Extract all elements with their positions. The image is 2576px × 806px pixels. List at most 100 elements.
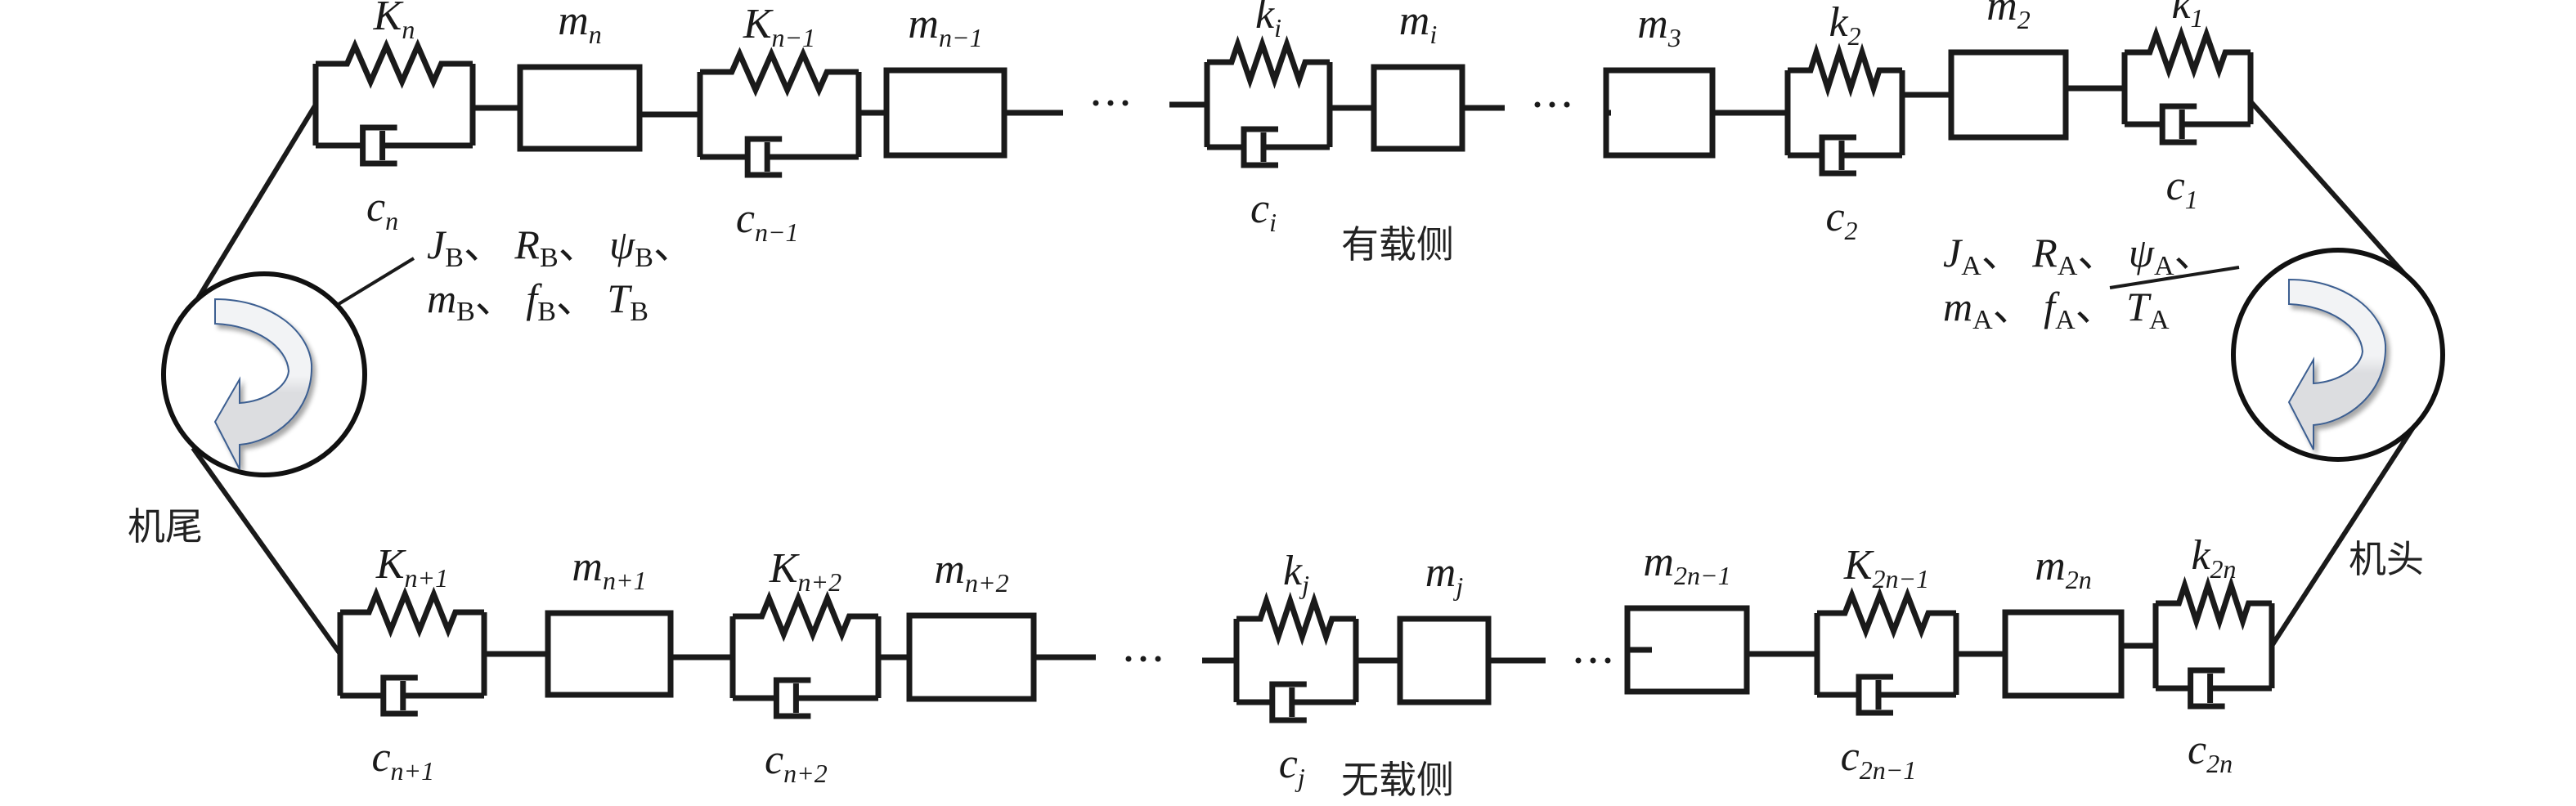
rotation-arrow-icon	[213, 298, 313, 470]
damper-label-subscript: 2	[1845, 216, 1858, 245]
spring-label-symbol: K	[1843, 542, 1874, 589]
top-mass-10: m2	[1948, 0, 2069, 141]
head-upper-belt	[2248, 100, 2421, 292]
spring-label-symbol: K	[375, 541, 406, 588]
damper-label-symbol: c	[1825, 194, 1844, 240]
spring-label-symbol: K	[769, 545, 800, 592]
tail-pulley: JB、 RB、 ψB、 mB、 fB、 TB	[161, 222, 694, 477]
mass-label-symbol: m	[558, 0, 589, 44]
top-ellipsis-4	[1093, 100, 1129, 106]
spring-label: Kn+1	[375, 541, 448, 593]
damper-cylinder-icon	[2188, 667, 2225, 710]
mass-label-symbol: m	[908, 1, 939, 47]
separator: 、	[556, 275, 608, 321]
mass-label-subscript: n−1	[939, 23, 983, 52]
damper-cylinder-icon	[1269, 681, 1307, 723]
top-mass-3: mn−1	[883, 1, 1008, 159]
spring-label: Kn+2	[769, 545, 841, 597]
damper-label-subscript: 1	[2185, 185, 2198, 214]
damper-label: c2n	[2188, 727, 2233, 778]
head-params-line2: mA、 fA、 TA	[1943, 284, 2170, 335]
bottom-mass-6: mj	[1397, 549, 1492, 705]
ellipsis-dot	[1122, 100, 1129, 106]
param-J-symbol: J	[427, 222, 447, 267]
mass-label: mn−1	[908, 1, 982, 52]
ellipsis-dot	[1575, 657, 1582, 664]
ellipsis-dot	[1093, 100, 1099, 106]
damper-cylinder-icon	[773, 677, 811, 719]
separator: 、	[475, 275, 527, 321]
damper-label-symbol: c	[2166, 163, 2185, 209]
spring-icon	[1817, 587, 1956, 639]
bottom-kelvin-element-0: Kn+1cn+1	[337, 541, 487, 786]
mass-label: mi	[1399, 0, 1437, 49]
param-f-subscript: A	[2055, 305, 2076, 335]
mass-label: mn+1	[572, 544, 646, 595]
param-T-subscript: B	[630, 297, 648, 327]
spring-label: Kn−1	[743, 1, 815, 52]
tail-params-line1: JB、 RB、 ψB、	[427, 222, 694, 273]
param-m-subscript: A	[1972, 305, 1993, 335]
top-mass-6: mi	[1371, 0, 1465, 152]
param-T-subscript: A	[2149, 305, 2170, 335]
spring-label-subscript: 1	[2191, 3, 2204, 33]
damper-label: ci	[1250, 186, 1277, 237]
mass-label-subscript: n+2	[965, 568, 1009, 598]
mass-label-subscript: i	[1429, 20, 1437, 49]
mass-block	[1397, 616, 1492, 705]
param-m-subscript: B	[456, 297, 475, 327]
mass-block	[545, 610, 674, 698]
damper-label-symbol: c	[1841, 733, 1860, 780]
ellipsis-dot	[1564, 101, 1570, 108]
top-mass-1: mn	[517, 0, 643, 152]
spring-icon	[316, 38, 473, 89]
spring-icon	[2156, 575, 2272, 631]
mass-label-symbol: m	[1425, 549, 1456, 596]
mass-label-symbol: m	[2035, 543, 2066, 589]
damper-label-subscript: 2n	[2206, 749, 2233, 778]
top-kelvin-element-2: Kn−1 cn−1	[697, 1, 862, 247]
damper-label: c2n−1	[1841, 733, 1917, 785]
mass-label-symbol: m	[1986, 0, 2017, 29]
damper-label: cn−1	[736, 195, 799, 247]
head-label: 机头	[2349, 537, 2424, 581]
damper-label-subscript: n+2	[783, 759, 828, 788]
separator: 、	[653, 222, 694, 267]
spring-label-subscript: i	[1274, 13, 1281, 43]
mass-block	[1371, 64, 1465, 152]
mass-label-symbol: m	[572, 544, 603, 590]
damper-label-symbol: c	[366, 184, 385, 231]
damper-label-symbol: c	[765, 737, 783, 783]
damper-label-symbol: c	[1279, 741, 1298, 787]
mass-label-symbol: m	[1637, 1, 1668, 47]
damper-cylinder-icon	[380, 674, 418, 717]
param-J-subscript: B	[445, 243, 464, 273]
separator: 、	[559, 222, 610, 267]
mass-label: m2n	[2035, 543, 2092, 594]
mass-label-subscript: n	[589, 20, 602, 49]
param-ψ-symbol: ψ	[2129, 230, 2155, 275]
separator: 、	[2077, 230, 2129, 275]
param-m-symbol: m	[1943, 284, 1972, 329]
spring-label-symbol: K	[743, 1, 774, 47]
ellipsis-dot	[1155, 656, 1161, 662]
spring-label-subscript: j	[1299, 570, 1309, 599]
separator: 、	[1993, 284, 2044, 329]
spring-label-symbol: k	[1283, 548, 1303, 594]
damper-label-symbol: c	[371, 734, 390, 781]
ellipsis-dot	[1125, 656, 1132, 662]
ellipsis-dot	[1604, 657, 1611, 664]
head-leader-line	[2109, 266, 2240, 289]
head-pulley: JA、 RA、 ψA、 mA、 fA、 TA	[1943, 230, 2445, 462]
bottom-mass-8: m2n−1	[1624, 539, 1750, 695]
damper-label: cn	[366, 184, 398, 235]
spring-label-symbol: k	[1829, 0, 1848, 46]
mass-block	[1948, 49, 2069, 141]
mass-label-subscript: n+1	[603, 566, 647, 595]
damper-label-symbol: c	[1250, 186, 1269, 232]
